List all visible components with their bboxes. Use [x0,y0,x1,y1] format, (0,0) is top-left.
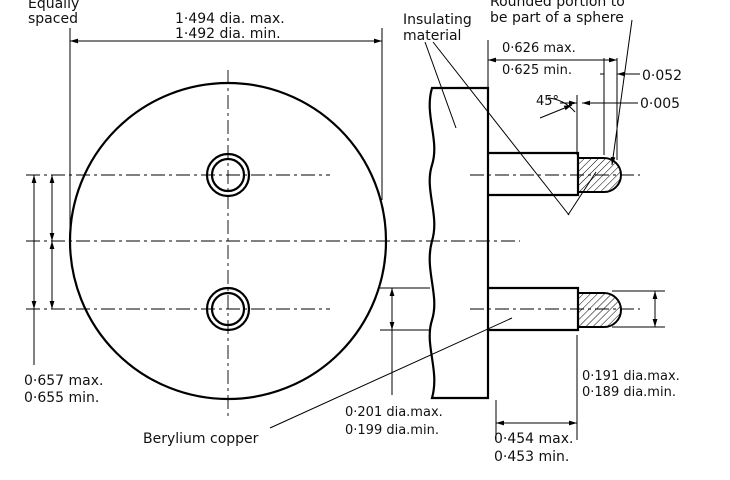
label-length-min: 0·625 min. [502,63,572,78]
label-angle: 45° [536,94,559,109]
lower-pin-tip [577,292,622,328]
label-pin-length-max: 0·454 max. [494,431,573,447]
label-outer-dia-max: 1·494 dia. max. [175,11,285,27]
label-base-dia-max: 0·201 dia.max. [345,405,443,420]
label-equally: Equally [28,0,79,12]
outer-diameter-dimension [69,28,383,240]
label-insulating: Insulating [403,12,472,28]
label-base-dia-min: 0·199 dia.min. [345,423,439,438]
label-outer-dia-min: 1·492 dia. min. [175,26,281,42]
label-tip-052: 0·052 [642,68,682,84]
labels: Equally spaced 1·494 dia. max. 1·492 dia… [24,0,682,465]
spacing-dimension [31,175,55,365]
label-pin-dia-min: 0·189 dia.min. [582,385,676,400]
upper-pin-shank [488,151,580,197]
label-beryllium: Berylium copper [143,431,259,447]
label-length-max: 0·626 max. [502,41,576,56]
label-sphere: be part of a sphere [490,10,624,26]
side-view [428,86,640,400]
label-spacing-max: 0·657 max. [24,373,103,389]
leader-lines [269,19,633,429]
label-pin-dia-max: 0·191 dia.max. [582,369,680,384]
label-spacing-min: 0·655 min. [24,390,99,406]
label-tip-005: 0·005 [640,96,680,112]
insulating-body [428,86,490,400]
label-rounded-portion: Rounded portion to [490,0,625,10]
front-view [26,70,520,420]
label-pin-length-min: 0·453 min. [494,449,569,465]
label-spaced: spaced [28,11,78,27]
side-dimensions [380,40,665,440]
label-material: material [403,28,461,44]
